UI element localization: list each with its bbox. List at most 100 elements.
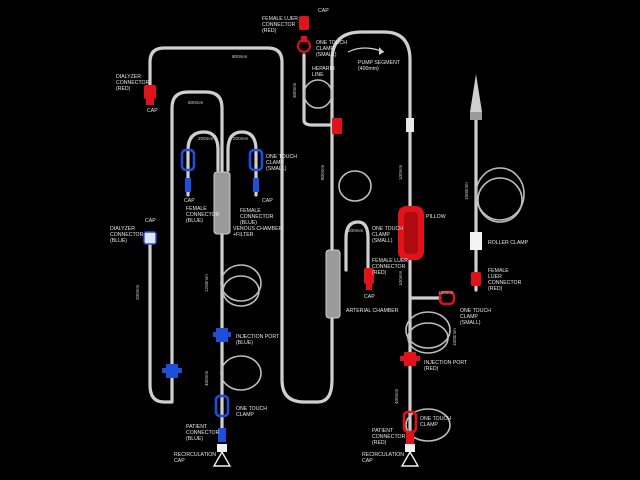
venous-bottom-clamp bbox=[214, 394, 230, 418]
dim-arterial-bottom: 400mm bbox=[394, 389, 399, 404]
label-line: (BLUE) bbox=[110, 238, 127, 244]
label-cap-top: CAP bbox=[318, 8, 329, 14]
label-line: CONNECTOR bbox=[110, 232, 144, 238]
label-line: FEMALE bbox=[488, 268, 509, 274]
label-cap-venous-right: CAP bbox=[262, 198, 273, 204]
label-line: CAP bbox=[174, 458, 185, 464]
tube-top-loop bbox=[148, 46, 334, 404]
label-line: CLAMP bbox=[460, 314, 478, 320]
label-line: (BLUE) bbox=[186, 218, 203, 224]
label-line: PATIENT bbox=[186, 424, 208, 430]
saline-coil-2 bbox=[477, 177, 523, 223]
label-line: (SMALL) bbox=[460, 320, 481, 326]
saline-red-luer bbox=[471, 272, 481, 286]
venous-coil-2 bbox=[222, 275, 260, 307]
dim-arterial-mid: 100mm bbox=[398, 165, 403, 180]
venous-recirculation-cap bbox=[212, 444, 232, 467]
label-line: (RED) bbox=[262, 28, 277, 34]
dim-top-loop: 800mm bbox=[232, 54, 247, 59]
label-line: (BLUE) bbox=[240, 220, 257, 226]
label-line: (SMALL) bbox=[266, 166, 287, 172]
label-line: DIALYZER bbox=[110, 226, 135, 232]
label-line: (RED) bbox=[424, 366, 439, 372]
label-line: ONE TOUCH bbox=[236, 406, 267, 412]
dim-heparin: 300mm bbox=[292, 83, 297, 98]
arterial-red-luer-mid bbox=[364, 268, 374, 290]
label-injection-blue: INJECTION PORT(BLUE) bbox=[236, 334, 280, 346]
label-line: PATIENT bbox=[372, 428, 394, 434]
pump-direction-arrow bbox=[347, 47, 385, 53]
label-line: (400mm) bbox=[358, 66, 379, 72]
pump-arrow-head bbox=[379, 47, 384, 55]
label-line: VENOUS CHAMBER bbox=[233, 226, 283, 232]
label-line: CLAMP bbox=[372, 232, 390, 238]
label-line: CLAMP bbox=[266, 160, 284, 166]
label-roller-clamp: ROLLER CLAMP bbox=[488, 240, 529, 246]
label-pump-segment: PUMP SEGMENT(400mm) bbox=[358, 60, 401, 72]
dialyzer-blue-connector bbox=[143, 231, 157, 245]
label-line: (RED) bbox=[116, 86, 131, 92]
label-line: FEMALE bbox=[240, 208, 261, 214]
venous-chamber bbox=[213, 171, 231, 235]
label-line: CONNECTOR bbox=[488, 280, 522, 286]
pump-red-joint bbox=[332, 118, 342, 134]
label-line: RECIRCULATION bbox=[174, 452, 216, 458]
label-line: (SMALL) bbox=[372, 238, 393, 244]
top-female-luer-red bbox=[297, 16, 311, 53]
dim-venous-upper: 1200mm bbox=[204, 274, 209, 292]
dialyzer-red-connector bbox=[144, 85, 156, 105]
venous-injection-port bbox=[213, 328, 231, 342]
label-line: (SMALL) bbox=[316, 52, 337, 58]
label-line: (RED) bbox=[372, 270, 387, 276]
venous-coil-3 bbox=[220, 355, 262, 391]
tube-venous-inner-loop bbox=[170, 90, 224, 372]
arterial-top-connector bbox=[406, 118, 414, 132]
label-cap-venous-left: CAP bbox=[184, 198, 195, 204]
dim-arterial-red-branch: 100mm bbox=[398, 271, 403, 286]
label-line: (BLUE) bbox=[236, 340, 253, 346]
label-line: DIALYZER bbox=[116, 74, 141, 80]
label-line: CLAMP bbox=[236, 412, 254, 418]
label-line: PUMP SEGMENT bbox=[358, 60, 401, 66]
label-line: FEMALE LUER bbox=[372, 258, 408, 264]
label-line: CONNECTOR bbox=[372, 264, 406, 270]
label-line: CLAMP bbox=[420, 422, 438, 428]
arterial-coil-2 bbox=[405, 311, 451, 349]
label-line: LINE bbox=[312, 72, 324, 78]
dim-red-branch: 100mm bbox=[438, 290, 453, 295]
label-line: (RED) bbox=[372, 440, 387, 446]
label-cap-dialyzer-blue: CAP bbox=[145, 218, 156, 224]
arterial-coil-3 bbox=[407, 322, 449, 354]
saline-spike bbox=[470, 74, 482, 120]
saline-coil-1 bbox=[475, 167, 525, 221]
label-line: CONNECTOR bbox=[262, 22, 296, 28]
arterial-small-red-clamp bbox=[438, 290, 456, 306]
arterial-coil-4 bbox=[405, 408, 451, 442]
venous-coil-1 bbox=[220, 264, 262, 302]
label-line: ONE TOUCH bbox=[460, 308, 491, 314]
roller-clamp bbox=[470, 232, 482, 250]
dim-arterial-lower: 1000mm bbox=[452, 328, 457, 346]
tube-heparin bbox=[302, 53, 334, 127]
tube-arterial-small-loop bbox=[344, 220, 370, 272]
dim-arterial-upper: 800mm bbox=[320, 165, 325, 180]
tube-dialyzer-blue bbox=[148, 238, 174, 404]
venous-patient-connector bbox=[218, 428, 226, 442]
label-line: CONNECTOR bbox=[116, 80, 150, 86]
arterial-patient-connector bbox=[406, 432, 414, 444]
label-line: ONE TOUCH bbox=[420, 416, 451, 422]
